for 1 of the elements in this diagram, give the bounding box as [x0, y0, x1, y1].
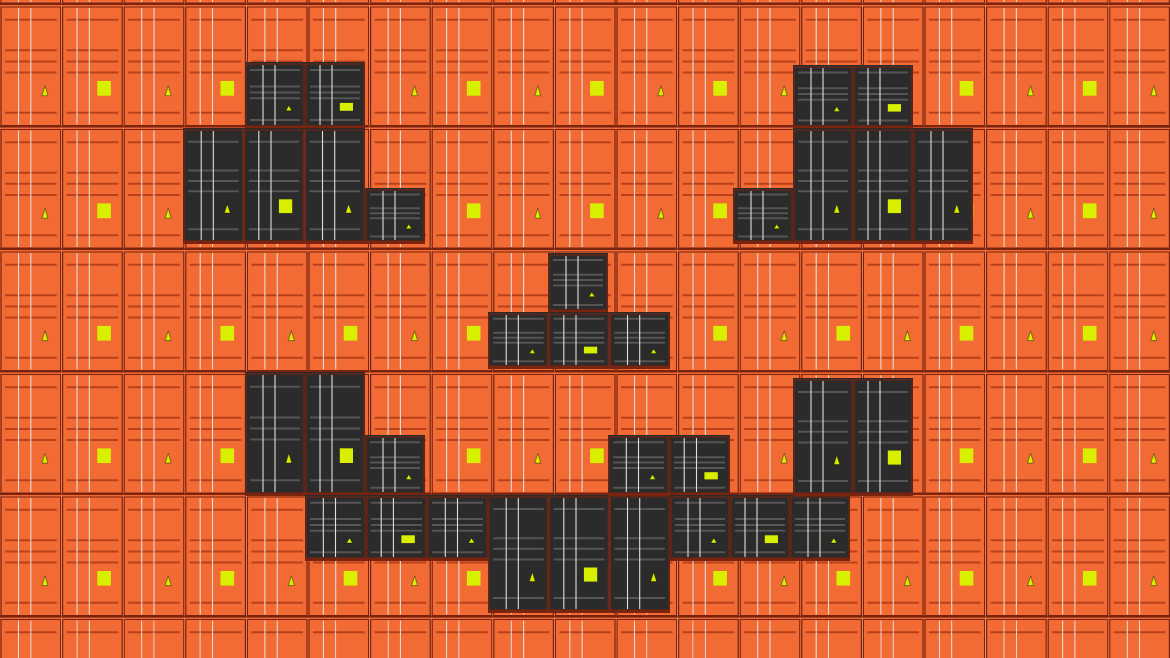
- container-wall-drawing: [0, 0, 1170, 658]
